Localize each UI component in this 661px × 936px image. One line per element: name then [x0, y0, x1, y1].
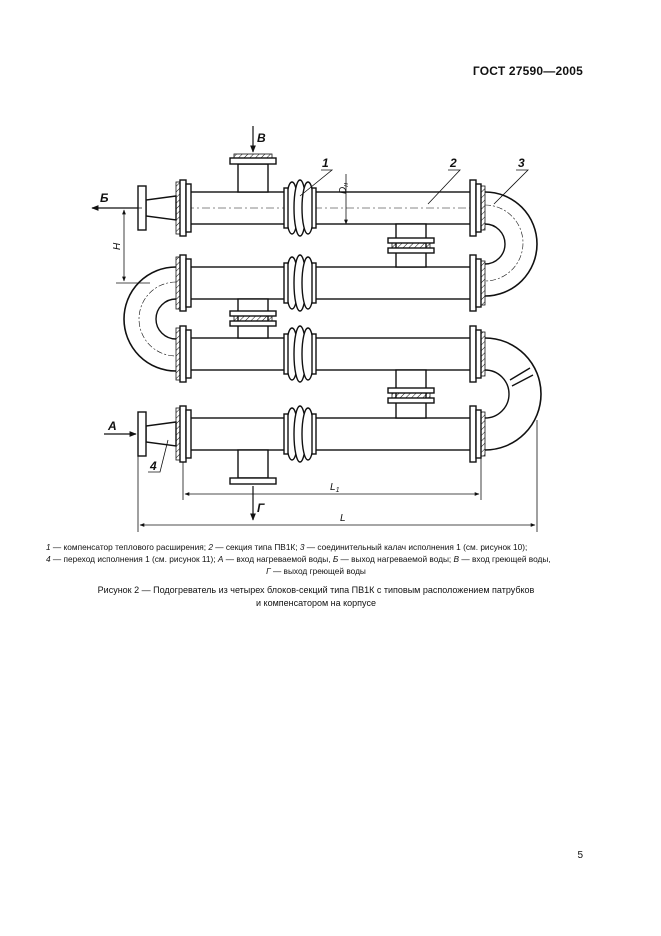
compensator-row-3	[283, 325, 317, 383]
label-dim-Dn: Dн	[338, 183, 350, 194]
label-item-2: 2	[449, 156, 457, 170]
label-item-3: 3	[518, 156, 525, 170]
figure-legend: 1 — компенсатор теплового расширения; 2 …	[46, 541, 586, 577]
bend-right-bottom	[484, 337, 542, 451]
legend-line-1: 1 — компенсатор теплового расширения; 2 …	[46, 542, 528, 552]
nozzle-outlet-bottom	[229, 449, 277, 485]
connector-rows-2-3	[229, 298, 277, 339]
leader-2	[427, 169, 461, 205]
caption-line-1: Рисунок 2 — Подогреватель из четырех бло…	[97, 585, 535, 595]
leader-1	[299, 169, 334, 197]
legend-line-2: 4 — переход исполнения 1 (см. рисунок 11…	[46, 554, 551, 564]
figure-caption: Рисунок 2 — Подогреватель из четырех бло…	[46, 584, 586, 610]
leader-4	[148, 439, 169, 473]
label-dim-L: L	[340, 513, 346, 524]
pipe-row-2	[185, 266, 477, 300]
transition-outlet-B	[137, 185, 177, 231]
label-item-1: 1	[322, 156, 329, 170]
compensator-row-4	[283, 405, 317, 463]
heater-drawing: 1 2 3 4 Б А В Г H Dн L1 L	[91, 126, 542, 532]
transition-inlet-A	[137, 411, 177, 457]
label-inlet-V: В	[257, 131, 266, 145]
label-inlet-A: А	[107, 419, 117, 433]
nozzle-inlet-top	[229, 153, 277, 193]
pipe-row-3	[185, 337, 477, 371]
leader-3	[493, 169, 529, 205]
pipe-flanges	[179, 179, 482, 463]
label-dim-L1: L1	[330, 482, 340, 494]
label-outlet-G: Г	[257, 501, 265, 515]
bend-right-top	[484, 191, 538, 297]
caption-line-2: и компенсатором на корпусе	[256, 598, 376, 608]
connector-rows-3-4	[387, 369, 435, 419]
compensator-row-1	[283, 179, 317, 237]
flange-gaskets	[175, 181, 486, 461]
label-outlet-B: Б	[100, 191, 109, 205]
compensator-row-2	[283, 254, 317, 312]
pipe-row-4	[185, 417, 477, 451]
legend-line-3: Г — выход греющей воды	[266, 566, 366, 576]
document-header: ГОСТ 27590—2005	[472, 64, 583, 78]
label-item-4: 4	[149, 459, 157, 473]
pipe-row-1	[185, 191, 477, 225]
connector-rows-1-2	[387, 223, 435, 268]
label-dim-H: H	[112, 242, 123, 250]
bend-left-middle	[123, 266, 177, 372]
page-number: 5	[577, 850, 583, 861]
